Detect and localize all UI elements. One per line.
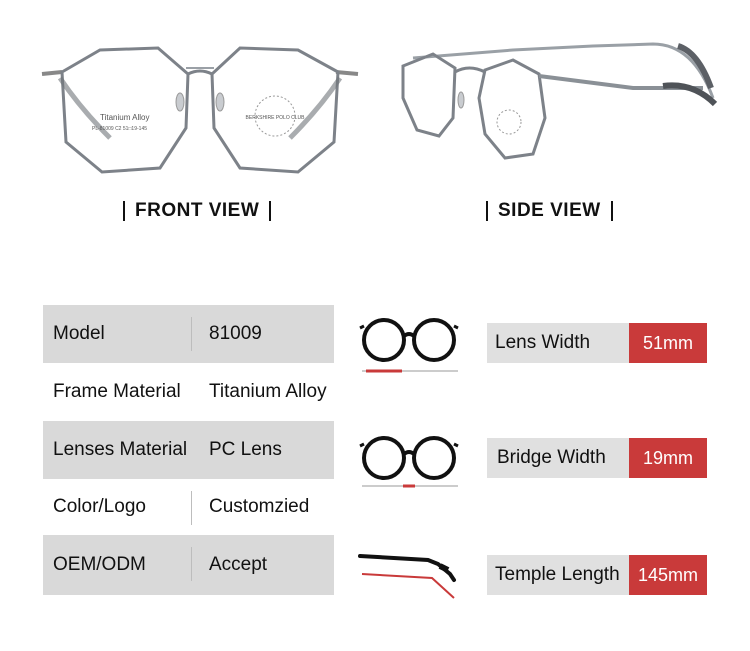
side-view-caption: SIDE VIEW <box>476 197 623 225</box>
spec-label: Model <box>53 323 105 344</box>
caption-divider <box>486 201 488 221</box>
spec-label: Frame Material <box>53 381 181 402</box>
spec-value: Customzied <box>209 496 310 517</box>
front-view-caption: FRONT VIEW <box>113 197 281 225</box>
spec-row-color-logo: Color/Logo Customzied <box>43 479 334 535</box>
caption-divider <box>610 201 613 221</box>
spec-divider <box>191 547 192 581</box>
spec-row-lenses-material: Lenses Material PC Lens <box>43 421 334 479</box>
measure-value: 145mm <box>629 555 707 595</box>
spec-divider <box>191 317 192 351</box>
measure-temple-length: Temple Length 145mm <box>487 555 707 595</box>
spec-value: 81009 <box>209 323 262 344</box>
lens-width-icon <box>358 316 460 376</box>
front-view-label: FRONT VIEW <box>135 200 260 221</box>
spec-value: Accept <box>209 554 268 575</box>
measure-label: Bridge Width <box>487 438 629 478</box>
lens-print-line2: PL-81009 C2 51□19-145 <box>92 126 147 132</box>
spec-label: Lenses Material <box>53 439 188 460</box>
specs-table: Model 81009 Frame Material Titanium Allo… <box>43 305 334 595</box>
measure-bridge-width: Bridge Width 19mm <box>487 438 707 478</box>
spec-row-oem-odm: OEM/ODM Accept <box>43 535 334 595</box>
caption-divider <box>269 201 272 221</box>
spec-value: PC Lens <box>209 439 282 460</box>
temple-length-icon <box>358 548 460 602</box>
spec-divider <box>191 491 192 525</box>
bridge-width-icon <box>358 432 460 492</box>
spec-value: Titanium Alloy <box>209 381 327 402</box>
measure-value: 19mm <box>629 438 707 478</box>
spec-label: Color/Logo <box>53 496 146 517</box>
side-view-glasses-image <box>393 38 723 168</box>
lens-print-line1: Titanium Alloy <box>100 113 150 122</box>
measure-lens-width: Lens Width 51mm <box>487 323 707 363</box>
measure-label: Temple Length <box>487 555 629 595</box>
front-view-glasses-image: Titanium Alloy PL-81009 C2 51□19-145 BER… <box>40 38 360 178</box>
spec-label: OEM/ODM <box>53 554 146 575</box>
spec-row-frame-material: Frame Material Titanium Alloy <box>43 363 334 421</box>
measure-label: Lens Width <box>487 323 629 363</box>
measure-value: 51mm <box>629 323 707 363</box>
logo-text: BERKSHIRE POLO CLUB <box>246 115 306 121</box>
spec-row-model: Model 81009 <box>43 305 334 363</box>
side-view-label: SIDE VIEW <box>498 200 601 221</box>
caption-divider <box>123 201 125 221</box>
